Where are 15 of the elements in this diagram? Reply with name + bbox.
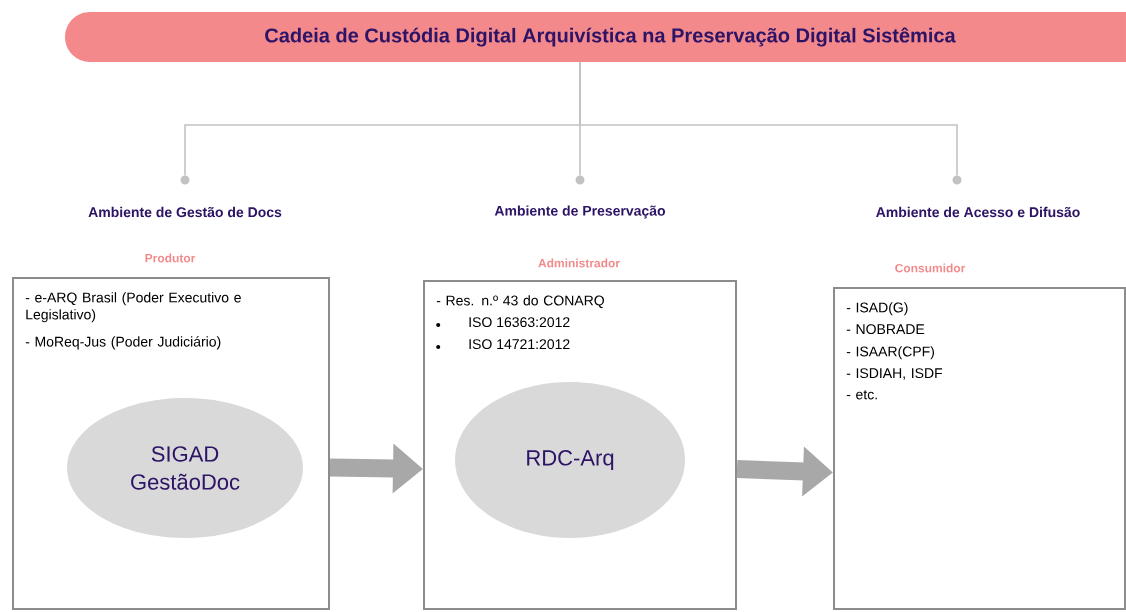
title-banner: Cadeia de Custódia Digital Arquivística na Preservação Digital Sistêmica xyxy=(65,12,1126,62)
role-label: Produtor xyxy=(145,253,196,263)
role-label: Administrador xyxy=(538,258,620,268)
list-item: - MoReq-Jus (Poder Judiciário) xyxy=(25,336,221,350)
list-item: - ISAD(G) xyxy=(846,302,908,316)
list-item: - Res. n.º 43 do CONARQ xyxy=(436,295,604,308)
list-item: ISO 14721:2012 xyxy=(436,339,570,350)
list-item: - e-ARQ Brasil (Poder Executivo e Legislativo) xyxy=(25,292,241,323)
list-item: - ISDIAH, ISDF xyxy=(846,368,943,380)
list-item: - etc. xyxy=(846,390,877,400)
list-item: ISO 16363:2012 xyxy=(436,317,570,328)
list-item: - NOBRADE xyxy=(846,324,925,335)
role-label: Consumidor xyxy=(895,263,966,273)
connector-line xyxy=(579,61,958,177)
list-item: - ISAAR(CPF) xyxy=(846,346,934,360)
